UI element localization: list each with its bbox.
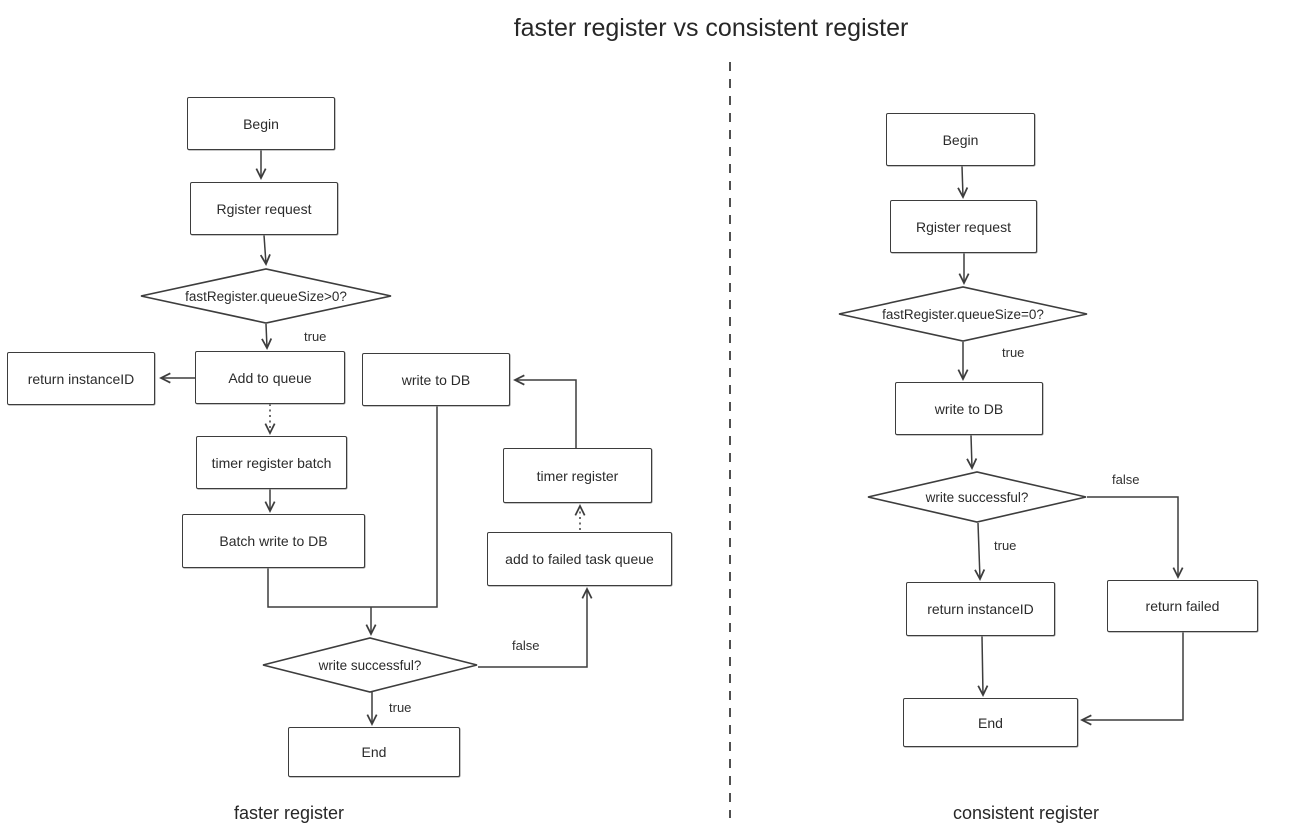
- edge-label-true-queue-right: true: [1002, 345, 1025, 360]
- edge-left-timerregister-to-writedb: [513, 374, 577, 448]
- node-label: Rgister request: [216, 200, 312, 217]
- edge-right-decisionwrite-true-to-returninstance: [974, 522, 986, 581]
- edge-left-register-to-decision: [259, 234, 271, 266]
- edge-left-decision-true-to-addqueue: [261, 323, 273, 350]
- node-label: timer register: [536, 467, 619, 484]
- edge-right-returninstance-to-end: [977, 635, 989, 697]
- node-add-to-queue: Add to queue: [195, 351, 345, 404]
- node-label: return instanceID: [27, 370, 135, 387]
- node-begin-left: Begin: [187, 97, 335, 150]
- node-end-left: End: [288, 727, 460, 777]
- diamond-shape: [262, 637, 478, 693]
- edge-right-writedb-to-decisionwrite: [966, 434, 978, 470]
- node-write-to-db-left: write to DB: [362, 353, 510, 406]
- edge-left-merge-lines: [267, 406, 438, 608]
- node-label: return failed: [1145, 598, 1220, 614]
- edge-right-begin-to-register: [957, 165, 969, 199]
- decision-label: fastRegister.queueSize>0?: [185, 288, 347, 304]
- node-register-request-right: Rgister request: [890, 200, 1037, 253]
- diamond-shape: [140, 268, 392, 324]
- edge-label-true-write-right: true: [994, 538, 1017, 553]
- edge-label-false-write-left: false: [512, 638, 540, 653]
- diamond-shape: [867, 471, 1087, 523]
- node-timer-register: timer register: [503, 448, 652, 503]
- node-timer-register-batch: timer register batch: [196, 436, 347, 489]
- node-label: timer register batch: [211, 454, 332, 471]
- node-add-failed-task-queue: add to failed task queue: [487, 532, 672, 586]
- edge-label-true-write-left: true: [389, 700, 412, 715]
- node-label: End: [361, 744, 387, 760]
- edge-right-decisionwrite-false-to-returnfailed: [1087, 496, 1184, 579]
- node-label: write to DB: [934, 400, 1004, 417]
- edge-left-decisionwrite-false-to-failedqueue: [478, 587, 593, 668]
- node-return-failed: return failed: [1107, 580, 1258, 632]
- node-batch-write-to-db: Batch write to DB: [182, 514, 365, 568]
- edge-label-false-write-right: false: [1112, 472, 1140, 487]
- node-label: Batch write to DB: [219, 533, 328, 549]
- decision-write-successful-right: write successful?: [867, 471, 1087, 523]
- decision-label: write successful?: [318, 657, 422, 673]
- decision-queue-size-left: fastRegister.queueSize>0?: [140, 268, 392, 324]
- node-label: add to failed task queue: [505, 551, 654, 567]
- decision-label: write successful?: [925, 489, 1029, 505]
- node-write-to-db-right: write to DB: [895, 382, 1043, 435]
- node-end-right: End: [903, 698, 1078, 747]
- caption-faster-register: faster register: [233, 803, 345, 823]
- node-return-instanceid-left: return instanceID: [7, 352, 155, 405]
- node-label: Begin: [243, 115, 279, 132]
- edge-right-returnfailed-to-end: [1080, 632, 1184, 726]
- decision-label: fastRegister.queueSize=0?: [882, 306, 1044, 322]
- node-label: Add to queue: [228, 369, 312, 386]
- edge-label-true-queue-left: true: [304, 329, 327, 344]
- node-label: return instanceID: [927, 601, 1034, 617]
- caption-consistent-register: consistent register: [952, 803, 1100, 823]
- diagram-title: faster register vs consistent register: [513, 14, 909, 42]
- diamond-shape: [838, 286, 1088, 342]
- node-begin-right: Begin: [886, 113, 1035, 166]
- node-label: Begin: [942, 131, 979, 148]
- node-label: write to DB: [401, 371, 471, 388]
- decision-write-successful-left: write successful?: [262, 637, 478, 693]
- node-label: Rgister request: [916, 218, 1011, 235]
- node-return-instanceid-right: return instanceID: [906, 582, 1055, 636]
- node-label: End: [978, 714, 1003, 731]
- node-register-request-left: Rgister request: [190, 182, 338, 235]
- decision-queue-size-right: fastRegister.queueSize=0?: [838, 286, 1088, 342]
